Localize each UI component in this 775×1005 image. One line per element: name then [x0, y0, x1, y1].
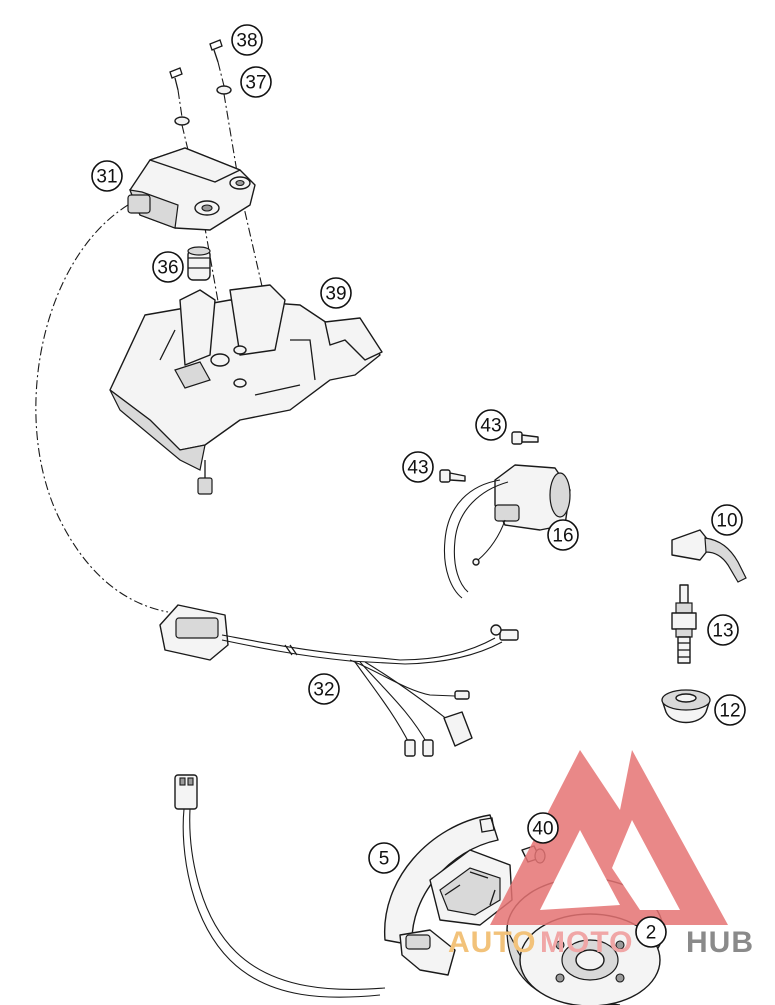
callout-16: 16: [547, 519, 579, 551]
callout-31: 31: [91, 160, 123, 192]
seal-ring-12: [661, 689, 711, 724]
callout-36-label: 36: [157, 258, 178, 279]
callout-13-label: 13: [712, 621, 733, 642]
callout-43-left-label: 43: [407, 458, 428, 479]
screw-left: [169, 67, 183, 91]
callout-2-label: 2: [646, 923, 657, 944]
callout-43-upper-label: 43: [480, 416, 501, 437]
callout-40: 40: [527, 812, 559, 844]
stator-5: [384, 814, 513, 976]
wiring-harness-32: [159, 604, 519, 757]
watermark-logo: AUTO MOTO HUB: [448, 750, 754, 959]
callout-38-label: 38: [236, 31, 257, 52]
watermark-text-auto: AUTO: [448, 926, 536, 959]
callout-32-label: 32: [313, 680, 334, 701]
bolt-43-upper: [511, 431, 539, 445]
grommet-36: [187, 246, 211, 281]
cdi-unit-31: [127, 147, 256, 231]
callout-39-label: 39: [325, 284, 346, 305]
callout-10-label: 10: [716, 511, 737, 532]
callout-37: 37: [240, 66, 272, 98]
callout-10: 10: [711, 504, 743, 536]
callout-5: 5: [368, 842, 400, 874]
callout-32: 32: [308, 673, 340, 705]
stator-cable: [174, 774, 386, 998]
bolt-43-left: [439, 469, 466, 483]
cdi-to-harness-guide: [35, 204, 169, 613]
callout-43-upper: 43: [475, 409, 507, 441]
callout-2: 2: [635, 916, 667, 948]
washer-37: [174, 85, 232, 126]
callout-13: 13: [707, 614, 739, 646]
spark-plug-13: [671, 584, 697, 664]
watermark-text-hub: HUB: [686, 926, 754, 959]
callout-43-left: 43: [402, 451, 434, 483]
ignition-coil-16: [443, 464, 571, 599]
callout-38: 38: [231, 24, 263, 56]
callout-36: 36: [152, 251, 184, 283]
watermark-text-moto: MOTO: [540, 926, 633, 959]
screw-38: [209, 39, 223, 63]
callout-39: 39: [320, 277, 352, 309]
callout-12-label: 12: [719, 701, 740, 722]
spark-plug-cap-10: [671, 529, 747, 583]
callout-37-label: 37: [245, 73, 266, 94]
callout-12: 12: [714, 694, 746, 726]
callout-31-label: 31: [96, 167, 117, 188]
callout-5-label: 5: [379, 849, 390, 870]
callout-16-label: 16: [552, 526, 573, 547]
callout-40-label: 40: [532, 819, 553, 840]
bracket-39: [109, 284, 383, 495]
